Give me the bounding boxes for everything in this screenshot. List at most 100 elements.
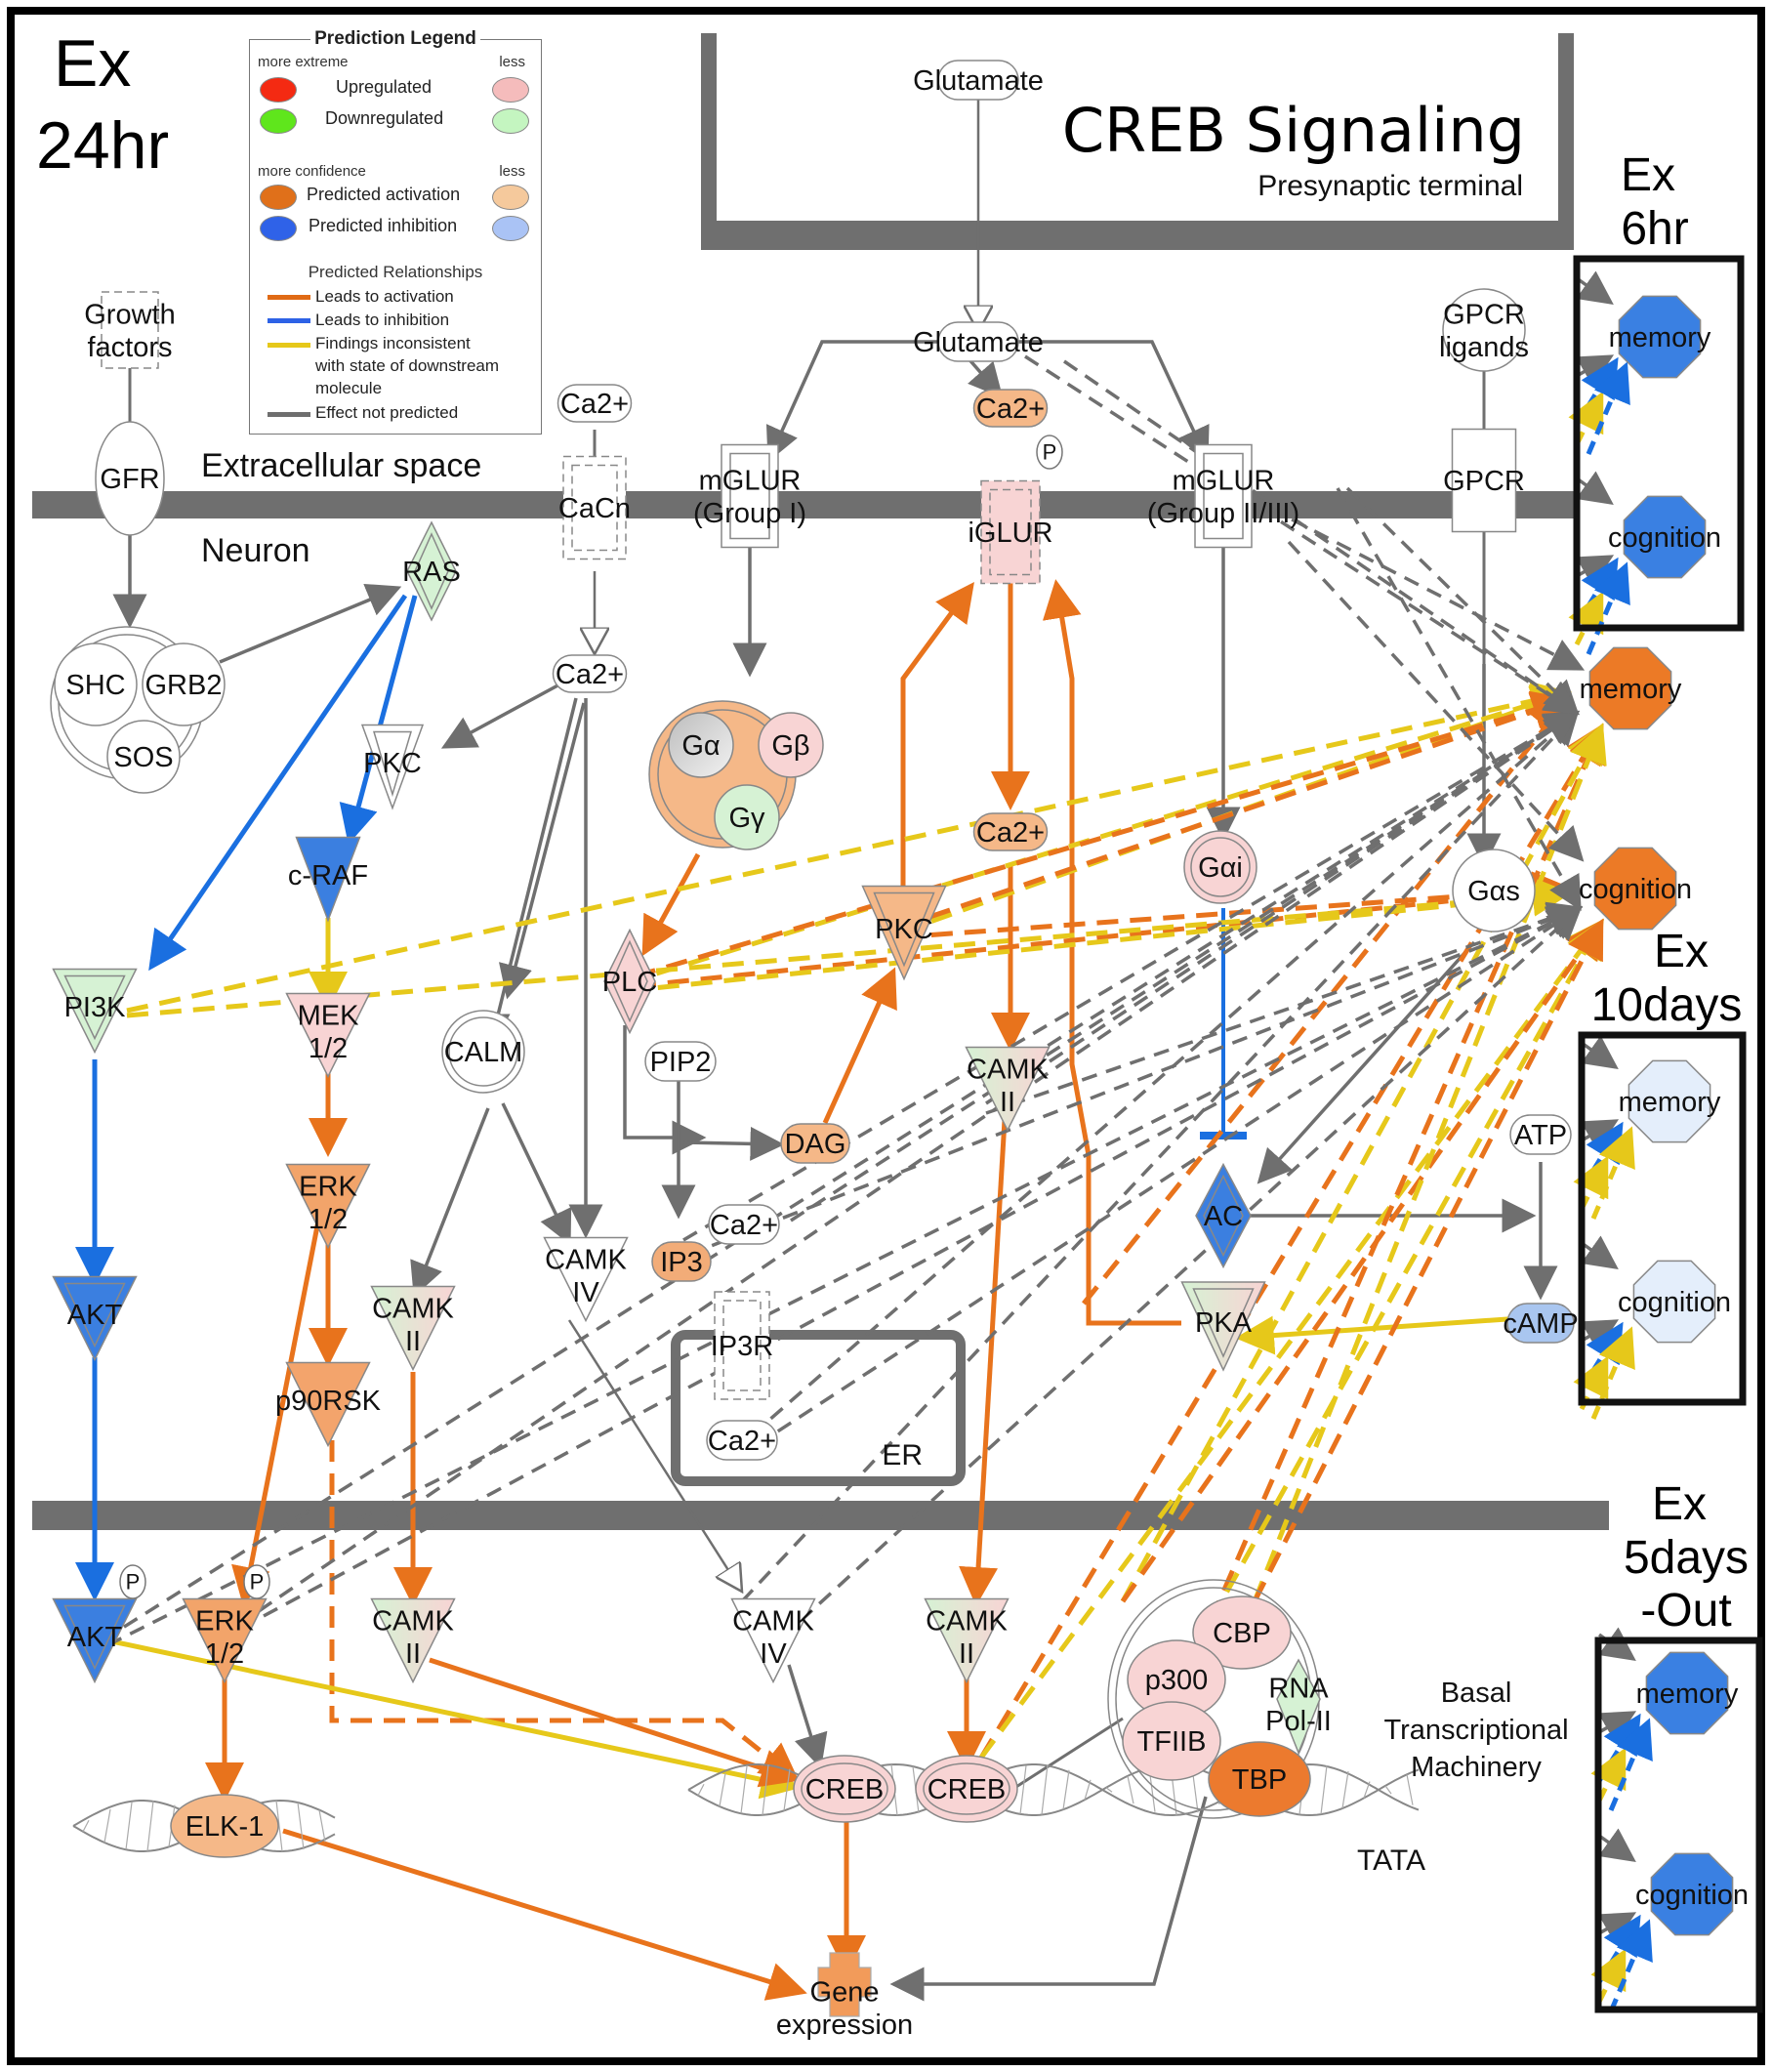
svg-text:Ex: Ex bbox=[1652, 1478, 1707, 1530]
svg-text:cAMP: cAMP bbox=[1503, 1308, 1578, 1340]
edge-gray bbox=[682, 711, 1581, 1242]
edge-gray bbox=[682, 1126, 785, 1161]
edge-orange bbox=[282, 1828, 807, 2001]
svg-text:CAMK: CAMK bbox=[372, 1293, 454, 1324]
edge-gray bbox=[1063, 359, 1580, 715]
svg-text:Ex: Ex bbox=[1654, 926, 1709, 977]
panel-6hr: Ex 6hr bbox=[1573, 149, 1745, 632]
svg-text:II: II bbox=[959, 1638, 974, 1670]
svg-text:mGLUR: mGLUR bbox=[699, 465, 802, 496]
node-ca2-iglur: Ca2+ bbox=[972, 389, 1049, 428]
svg-text:Gene: Gene bbox=[810, 1976, 880, 2008]
node-cbp: CBP bbox=[1192, 1595, 1292, 1670]
svg-text:II: II bbox=[405, 1638, 421, 1670]
svg-text:PKA: PKA bbox=[1195, 1307, 1253, 1339]
edge-orange bbox=[1120, 918, 1604, 1603]
page-title: CREB Signaling bbox=[1062, 95, 1525, 166]
svg-text:memory: memory bbox=[1619, 1087, 1721, 1118]
edge-blue bbox=[1586, 361, 1630, 455]
edge-yellow bbox=[126, 681, 1572, 1014]
svg-text:Glutamate: Glutamate bbox=[913, 65, 1044, 97]
svg-text:DAG: DAG bbox=[785, 1129, 846, 1160]
svg-text:Ca2+: Ca2+ bbox=[560, 389, 629, 420]
node-atp: ATP bbox=[1509, 1114, 1572, 1155]
edge-gray bbox=[1575, 471, 1614, 506]
svg-text:MEK: MEK bbox=[298, 1000, 360, 1031]
prediction-legend: Prediction Legend more extreme less Upre… bbox=[249, 28, 542, 435]
panel-5days-out: Ex 5days -Out bbox=[1594, 1478, 1763, 2013]
edge-gray bbox=[750, 710, 1580, 1437]
node-memory-24hr: memory bbox=[1580, 646, 1682, 730]
edge-gray bbox=[440, 682, 562, 749]
svg-text:TBP: TBP bbox=[1232, 1764, 1287, 1796]
svg-text:P: P bbox=[1043, 440, 1057, 465]
edge-yellow bbox=[1590, 1126, 1635, 1220]
svg-text:10days: 10days bbox=[1591, 979, 1743, 1031]
svg-text:GRB2: GRB2 bbox=[145, 670, 223, 701]
node-ca2-ip3: Ca2+ bbox=[708, 1204, 780, 1245]
node-glutamate: Glutamate bbox=[913, 321, 1044, 362]
legend-relationships-title: Predicted Relationships bbox=[308, 263, 483, 281]
edge-plain bbox=[1008, 1717, 1124, 1794]
node-pkc-1: PKC bbox=[360, 724, 425, 810]
edge-gray bbox=[740, 710, 1580, 1603]
svg-text:Pol-II: Pol-II bbox=[1265, 1706, 1332, 1737]
node-akt-a: AKT bbox=[52, 1275, 138, 1362]
edge-gray bbox=[1336, 487, 1582, 912]
edge-orange bbox=[822, 967, 897, 1125]
svg-text:IV: IV bbox=[760, 1638, 787, 1670]
edge-yellow bbox=[1235, 1315, 1522, 1355]
svg-text:Ca2+: Ca2+ bbox=[976, 394, 1045, 425]
edge-blue bbox=[1608, 1919, 1653, 2012]
legend-row-upregulated: Upregulated bbox=[250, 77, 541, 103]
legend-row-downregulated: Downregulated bbox=[250, 108, 541, 134]
edge-gray bbox=[765, 340, 942, 463]
node-ac: AC bbox=[1195, 1162, 1252, 1269]
presynaptic-terminal bbox=[701, 33, 1574, 250]
svg-text:P: P bbox=[250, 1570, 265, 1595]
svg-text:Basal: Basal bbox=[1441, 1678, 1512, 1709]
svg-text:AKT: AKT bbox=[67, 1622, 123, 1653]
edges-layer bbox=[75, 100, 1653, 2012]
svg-text:Ca2+: Ca2+ bbox=[976, 817, 1045, 849]
node-memory-10days: memory bbox=[1619, 1059, 1721, 1143]
node-ip3r: IP3R bbox=[711, 1291, 773, 1400]
svg-text:AC: AC bbox=[1204, 1201, 1243, 1232]
node-p300: p300 bbox=[1127, 1639, 1226, 1720]
edge-gray bbox=[1287, 540, 1585, 862]
node-pi3k: PI3K bbox=[52, 968, 138, 1055]
svg-text:CAMK: CAMK bbox=[545, 1244, 627, 1275]
svg-text:cognition: cognition bbox=[1618, 1287, 1731, 1318]
svg-text:IV: IV bbox=[572, 1277, 599, 1308]
node-akt-b: AKT bbox=[52, 1597, 138, 1684]
edge-gray bbox=[687, 903, 1584, 1257]
svg-text:SHC: SHC bbox=[65, 670, 125, 701]
svg-text:Gβ: Gβ bbox=[771, 730, 809, 762]
node-cognition-10days: cognition bbox=[1618, 1260, 1731, 1344]
svg-text:PLC: PLC bbox=[602, 967, 657, 998]
svg-text:cognition: cognition bbox=[1579, 874, 1692, 905]
edge-orange bbox=[1042, 579, 1181, 1326]
svg-text:Ca2+: Ca2+ bbox=[556, 659, 624, 690]
svg-text:CAMK: CAMK bbox=[967, 1054, 1049, 1085]
node-pka: PKA bbox=[1180, 1281, 1266, 1372]
plasma-membrane bbox=[32, 491, 1578, 518]
svg-text:Gαi: Gαi bbox=[1198, 852, 1243, 884]
node-dag: DAG bbox=[780, 1123, 850, 1164]
edge-blue bbox=[1586, 561, 1630, 655]
edge-orange bbox=[429, 1657, 801, 1788]
phospho-badge: P bbox=[243, 1564, 270, 1599]
er-label: ER bbox=[882, 1439, 923, 1471]
node-ca2-er: Ca2+ bbox=[706, 1420, 778, 1461]
legend-title: Prediction Legend bbox=[310, 28, 480, 49]
node-ras: RAS bbox=[402, 520, 461, 622]
presynaptic-terminal-label: Presynaptic terminal bbox=[1257, 170, 1523, 202]
node-pip2: PIP2 bbox=[644, 1041, 717, 1082]
edge-open bbox=[567, 1319, 742, 1592]
svg-text:II: II bbox=[405, 1326, 421, 1357]
